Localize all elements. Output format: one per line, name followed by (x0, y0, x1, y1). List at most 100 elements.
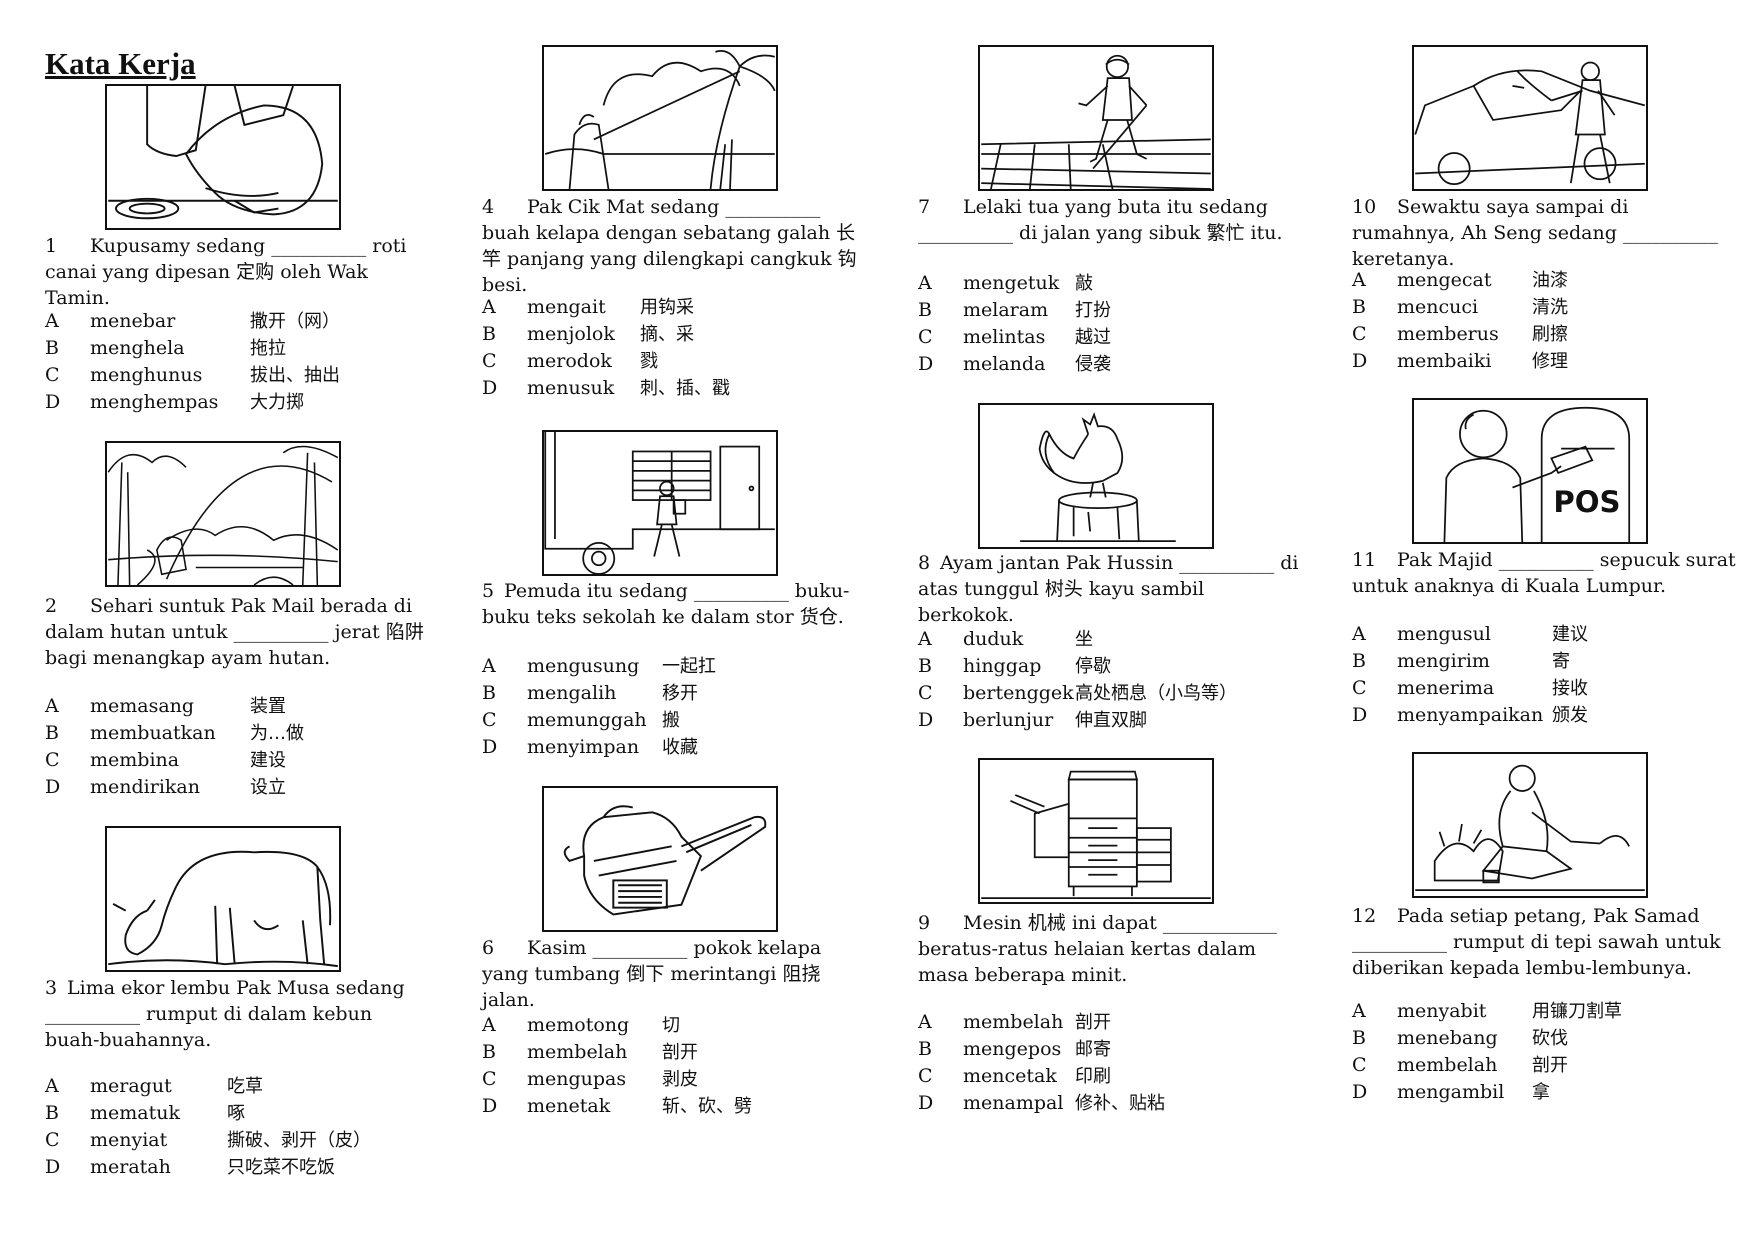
q3-stem: Lima ekor lembu Pak Musa sedang ________… (45, 977, 405, 1051)
q12-picture-cutting-grass (1412, 752, 1648, 898)
q12-stem: Pada setiap petang, Pak Samad __________… (1352, 905, 1721, 979)
q10-stem: Sewaktu saya sampai di rumahnya, Ah Seng… (1352, 196, 1718, 270)
q4-picture-coconut-pole (542, 45, 778, 191)
q11-stem: Pak Majid __________ sepucuk surat untuk… (1352, 549, 1736, 597)
q6-picture-chainsaw (542, 786, 778, 932)
q9-number: 9 (918, 912, 931, 934)
q4-stem: Pak Cik Mat sedang __________ buah kelap… (482, 196, 857, 296)
q3-picture-cow-grazing (105, 826, 341, 972)
q12-number: 12 (1352, 905, 1377, 927)
q3-number: 3 (45, 977, 58, 999)
q8-number: 8 (918, 552, 931, 574)
q11-number: 11 (1352, 549, 1377, 571)
q10-number: 10 (1352, 196, 1377, 218)
q7-number: 7 (918, 196, 931, 218)
q1-picture-dough (105, 84, 341, 230)
q6-stem: Kasim __________ pokok kelapa yang tumba… (482, 937, 822, 1011)
q5-stem: Pemuda itu sedang __________ buku-buku t… (482, 580, 850, 628)
q7-picture-blind-man (978, 45, 1214, 191)
q9-picture-printer (978, 758, 1214, 904)
q8-picture-rooster-stump (978, 403, 1214, 549)
q6-number: 6 (482, 937, 495, 959)
q11-postbox-label: POS (1553, 485, 1620, 519)
q1-stem: Kupusamy sedang __________ roti canai ya… (45, 235, 407, 309)
q2-picture-forest-trap (105, 441, 341, 587)
q8-stem: Ayam jantan Pak Hussin __________ di ata… (918, 552, 1299, 626)
q2-number: 2 (45, 595, 58, 617)
q5-picture-moving-books (542, 430, 778, 576)
q9-stem: Mesin 机械 ini dapat ____________ beratus-… (918, 912, 1277, 986)
q1-number: 1 (45, 235, 58, 257)
q10-picture-washing-car (1412, 45, 1648, 191)
q7-stem: Lelaki tua yang buta itu sedang ________… (918, 196, 1283, 244)
q2-stem: Sehari suntuk Pak Mail berada di dalam h… (45, 595, 424, 669)
q5-number: 5 (482, 580, 495, 602)
q11-picture-postbox: POS (1412, 398, 1648, 544)
